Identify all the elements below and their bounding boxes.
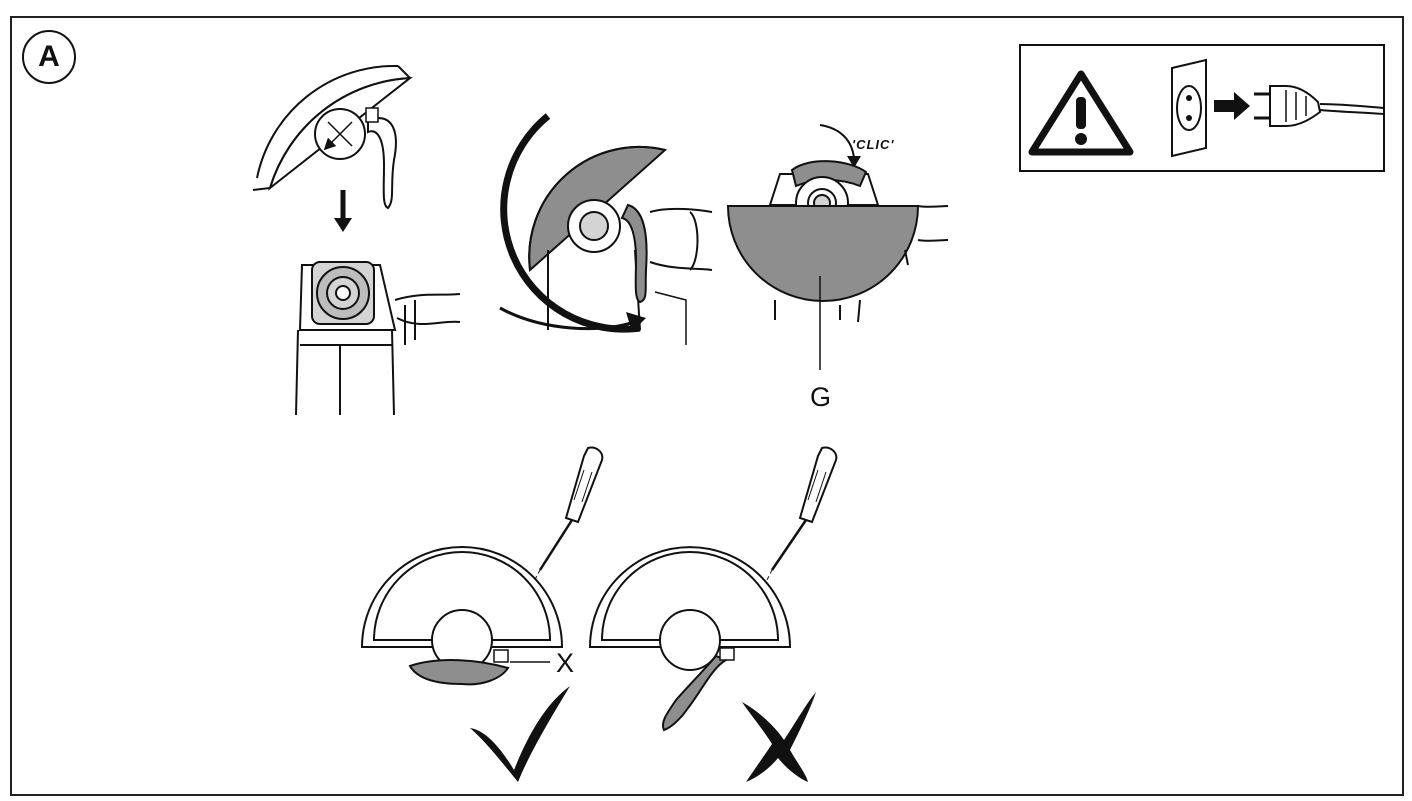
wall-socket-icon bbox=[1171, 58, 1207, 158]
guard-rotate-drawing bbox=[499, 113, 713, 345]
power-plug-icon bbox=[1254, 85, 1385, 127]
screwdriver-incorrect-drawing bbox=[731, 446, 838, 651]
guard-loose-drawing bbox=[252, 64, 414, 210]
guard-callout-label-g: G bbox=[810, 382, 832, 412]
guard-locked-drawing bbox=[726, 124, 949, 370]
guard-correct-drawing bbox=[360, 546, 564, 686]
guard-incorrect-drawing bbox=[588, 546, 792, 732]
clic-sound-label: 'CLIC' bbox=[852, 137, 895, 152]
grinder-head-top-drawing bbox=[295, 261, 461, 416]
warning-triangle-icon bbox=[1028, 70, 1134, 156]
unplug-warning-panel bbox=[1019, 44, 1385, 172]
screwdriver-correct-drawing bbox=[497, 446, 604, 651]
step-letter-label: A bbox=[22, 30, 76, 84]
lever-callout-label-x: X bbox=[556, 648, 575, 678]
right-arrow-icon bbox=[1214, 92, 1250, 120]
cross-mark-icon bbox=[742, 692, 816, 782]
figure-frame bbox=[10, 16, 1404, 796]
checkmark-icon bbox=[470, 686, 570, 782]
down-arrow-icon bbox=[334, 190, 352, 232]
